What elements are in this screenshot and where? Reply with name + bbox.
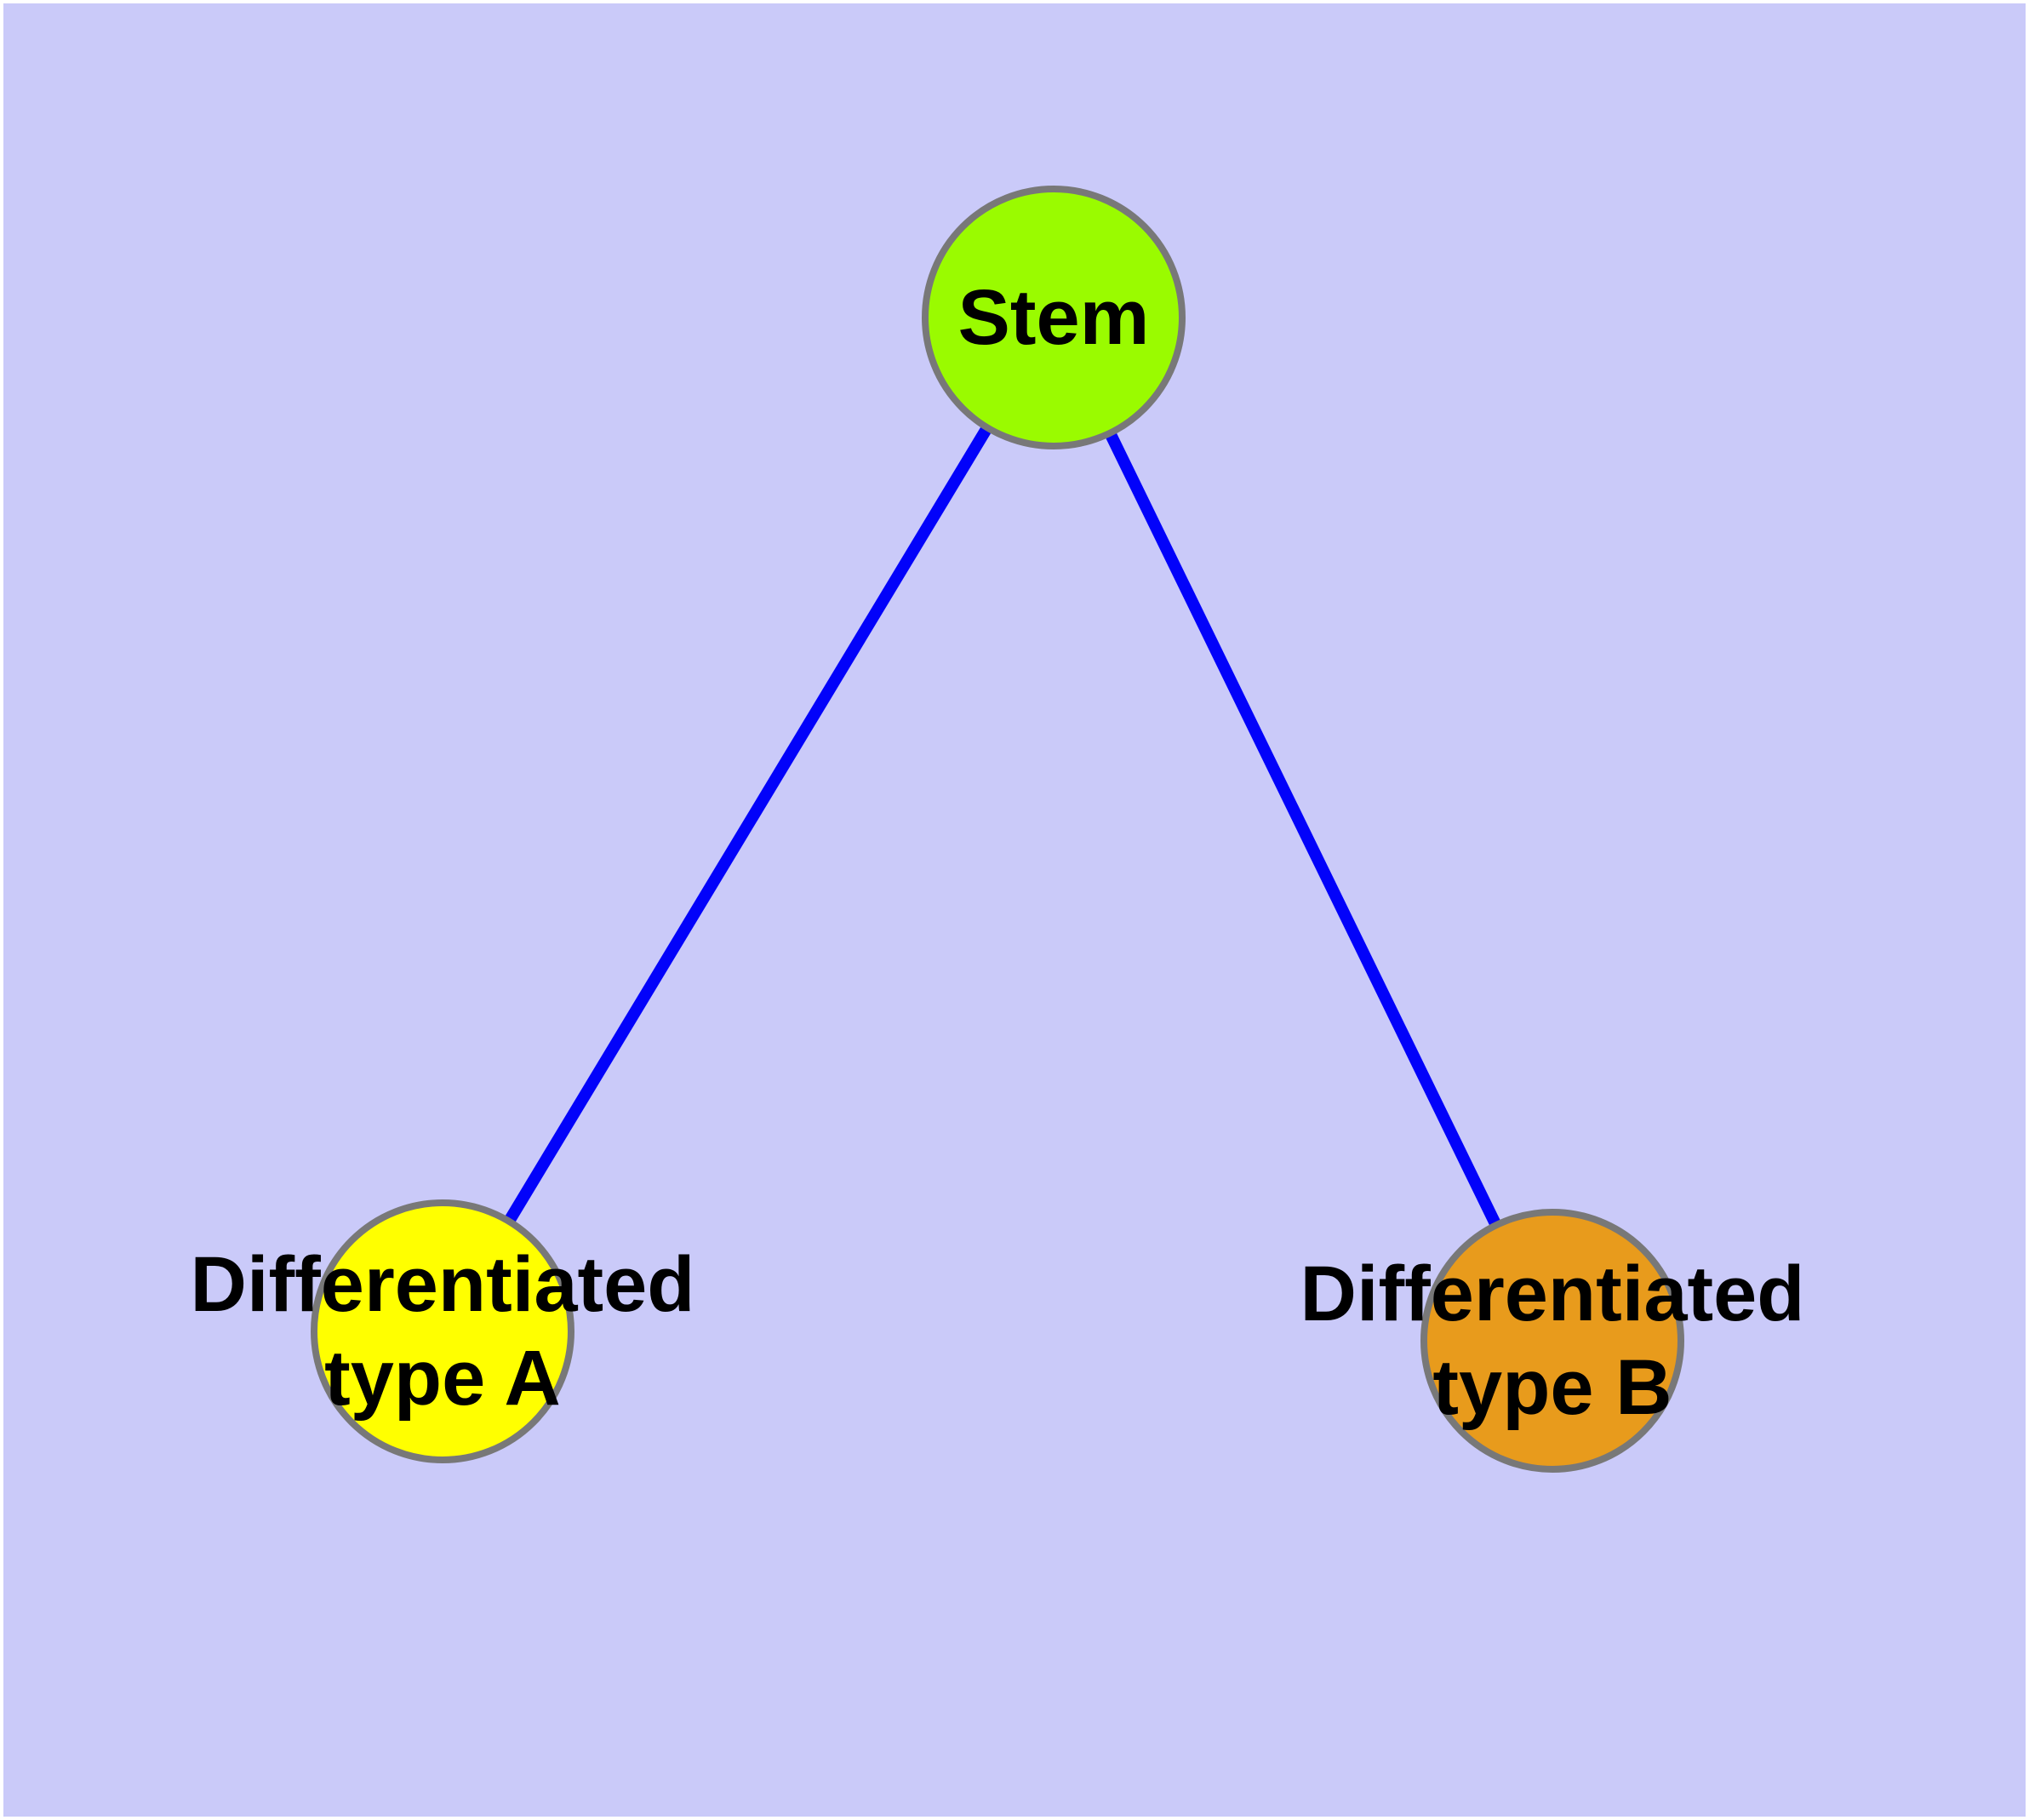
node-stem: Stem xyxy=(922,186,1186,449)
edge-stem-type-a xyxy=(437,314,1059,1335)
node-stem-label-line: Stem xyxy=(958,274,1150,361)
node-type-b-label-line: type B xyxy=(1432,1344,1672,1431)
node-type-a-label-line: Differentiated xyxy=(191,1241,695,1328)
node-type-b-circle xyxy=(1420,1209,1684,1473)
node-type-b-label-line: Differentiated xyxy=(1300,1251,1805,1337)
node-type-a-label-line: type A xyxy=(324,1335,561,1422)
edge-stem-type-b xyxy=(1048,314,1558,1344)
node-stem-label: Stem xyxy=(958,274,1150,361)
edges-layer xyxy=(437,314,1558,1344)
node-stem-circle xyxy=(922,186,1186,449)
node-type-a-circle xyxy=(311,1199,574,1463)
